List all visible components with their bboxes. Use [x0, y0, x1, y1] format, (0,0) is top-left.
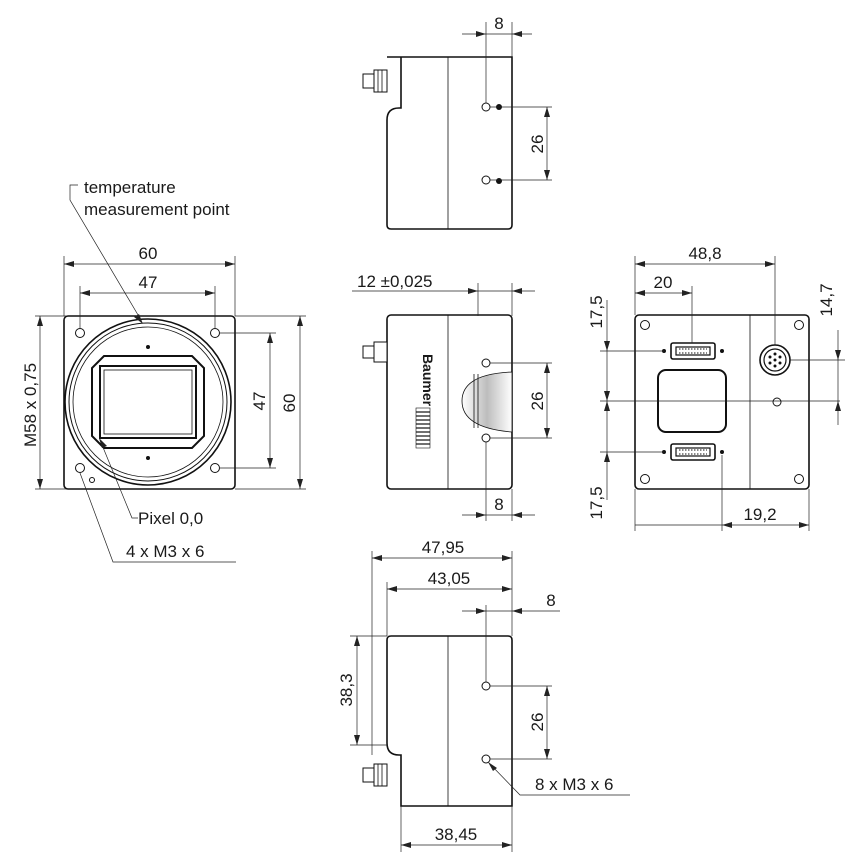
- label-pixel-origin: Pixel 0,0: [138, 509, 203, 528]
- dim-rear-19-2: 19,2: [743, 505, 776, 524]
- connector-upper: [670, 342, 716, 360]
- side-lens-shading: [461, 371, 513, 433]
- dim-front-47-h: 47: [250, 392, 269, 411]
- dim-rear-48-8: 48,8: [688, 244, 721, 263]
- dim-bottom-47-95: 47,95: [422, 538, 465, 557]
- dim-rear-17-5-bottom: 17,5: [587, 486, 606, 519]
- dim-front-60-w: 60: [139, 244, 158, 263]
- dim-bottom-43-05: 43,05: [428, 569, 471, 588]
- bottom-hole-upper: [481, 681, 491, 691]
- dim-top-8: 8: [494, 14, 503, 33]
- dim-front-60-h: 60: [280, 394, 299, 413]
- top-view-connector: [362, 69, 388, 93]
- top-hole-upper: [481, 102, 491, 112]
- dim-rear-14-7: 14,7: [817, 283, 836, 316]
- rear-screw-tr: [794, 320, 804, 330]
- temperature-point-marker: [89, 477, 95, 483]
- connector-lower: [670, 443, 716, 461]
- bottom-view-body: [386, 635, 513, 807]
- dim-top-26: 26: [528, 135, 547, 154]
- top-view-body: [386, 56, 513, 230]
- front-hole-br: [210, 463, 220, 473]
- dim-rear-17-5-top: 17,5: [587, 295, 606, 328]
- bottom-view-connector: [362, 763, 388, 787]
- bottom-hole-lower: [481, 754, 491, 764]
- top-view: 8 26: [362, 14, 552, 230]
- vent-hatching: [415, 407, 431, 449]
- rear-screw-br: [794, 474, 804, 484]
- rear-screw-tl: [640, 320, 650, 330]
- dim-side-26: 26: [528, 392, 547, 411]
- front-hole-tr: [210, 328, 220, 338]
- rear-screw-bl: [640, 474, 650, 484]
- front-hole-bl: [75, 463, 85, 473]
- front-hole-tl: [75, 328, 85, 338]
- dim-side-12: 12 ±0,025: [357, 272, 433, 291]
- side-hole-upper: [481, 358, 491, 368]
- dim-bottom-8: 8: [546, 591, 555, 610]
- front-pin-top: [146, 345, 150, 349]
- label-temperature: temperature: [84, 178, 176, 197]
- front-view: 60 47 47 60 M58 x 0,75 temperature measu…: [21, 178, 306, 563]
- side-view-connector: [362, 341, 388, 363]
- top-pin-lower: [496, 178, 502, 184]
- dim-side-8: 8: [494, 495, 503, 514]
- dim-bottom-38-3: 38,3: [337, 673, 356, 706]
- dim-thread: M58 x 0,75: [21, 363, 40, 447]
- label-measurement-point: measurement point: [84, 200, 230, 219]
- dim-front-47-w: 47: [139, 273, 158, 292]
- rear-led: [772, 397, 782, 407]
- side-view: Baumer 12 ±0,025 26: [352, 272, 552, 521]
- sensor: [99, 365, 197, 439]
- round-connector: [759, 344, 791, 376]
- side-hole-lower: [481, 433, 491, 443]
- label-bottom-holes: 8 x M3 x 6: [535, 775, 613, 794]
- label-front-holes: 4 x M3 x 6: [126, 542, 204, 561]
- dim-bottom-26: 26: [528, 713, 547, 732]
- brand-logo: Baumer: [420, 354, 436, 407]
- rear-view: 48,8 20 17,5 17,5 14,7: [587, 244, 845, 531]
- dim-bottom-38-45: 38,45: [435, 825, 478, 844]
- dim-rear-20: 20: [654, 273, 673, 292]
- front-pin-bottom: [146, 456, 150, 460]
- bottom-view: 47,95 43,05 8 38,3 26 8 x M3 x 6: [337, 538, 630, 852]
- top-hole-lower: [481, 175, 491, 185]
